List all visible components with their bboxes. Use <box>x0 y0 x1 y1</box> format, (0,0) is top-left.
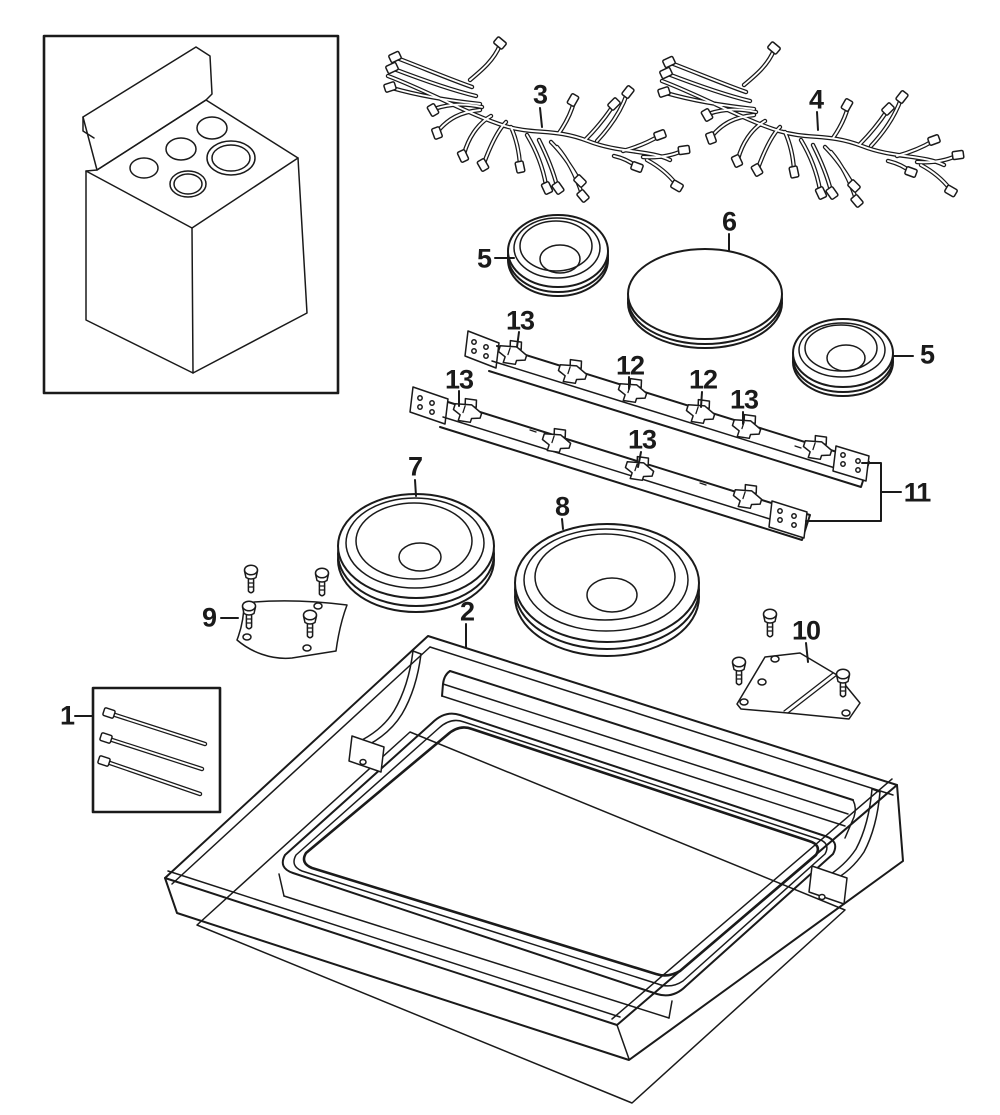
callout-label-5b: 5 <box>919 339 935 370</box>
callout-leaders <box>74 107 914 717</box>
cooktop-back-rail <box>441 670 857 839</box>
wire-harness-3 <box>384 36 690 202</box>
callout-label-7: 7 <box>407 451 423 482</box>
cooktop-main-assembly <box>164 635 904 1104</box>
callout-label-2: 2 <box>459 596 475 627</box>
leader-c7 <box>414 479 417 497</box>
callout-label-10: 10 <box>791 615 821 646</box>
callout-label-13a: 13 <box>505 305 535 336</box>
surface-element-small-right <box>792 318 894 397</box>
cable-tie <box>96 706 208 797</box>
range-overview-thumbnail <box>42 34 340 395</box>
callout-label-6: 6 <box>721 206 737 237</box>
side-flange-right <box>808 788 881 905</box>
leader-c4 <box>816 111 819 131</box>
leader-c10 <box>805 642 809 663</box>
leader-c13c <box>637 451 642 468</box>
surface-element-large <box>514 523 700 657</box>
leader-c3 <box>539 107 543 128</box>
range-illustration <box>82 46 308 374</box>
callout-label-8: 8 <box>554 491 570 522</box>
leader-c12b <box>700 391 703 408</box>
mounting-rail-lower <box>409 386 811 541</box>
callout-label-4: 4 <box>808 84 824 115</box>
burner-tray <box>278 712 837 1019</box>
glass-panel <box>196 731 846 1104</box>
warmer-element-oval <box>627 248 783 349</box>
side-flange-left <box>348 650 422 773</box>
callout-label-11: 11 <box>903 477 932 508</box>
bracket-10 <box>731 608 861 720</box>
leader-c13a <box>516 331 520 348</box>
callout-label-13b: 13 <box>444 364 474 395</box>
leader-c11 <box>805 462 902 522</box>
wire-harness-4 <box>658 41 964 207</box>
surface-element-medium <box>337 493 495 613</box>
callout-label-12a: 12 <box>615 350 645 381</box>
cable-ties-kit <box>91 686 222 814</box>
cooktop-frame <box>164 635 904 1061</box>
leader-c8 <box>561 518 564 530</box>
callout-label-13c: 13 <box>627 424 657 455</box>
callout-label-1: 1 <box>59 700 75 731</box>
callout-label-3: 3 <box>532 79 548 110</box>
surface-element-small-left <box>507 214 609 297</box>
callout-label-9: 9 <box>201 602 217 633</box>
mounting-rail-upper <box>464 330 870 488</box>
callout-label-5a: 5 <box>476 243 492 274</box>
callout-label-12b: 12 <box>688 364 718 395</box>
bracket-9 <box>236 564 348 660</box>
callout-label-13d: 13 <box>729 384 759 415</box>
